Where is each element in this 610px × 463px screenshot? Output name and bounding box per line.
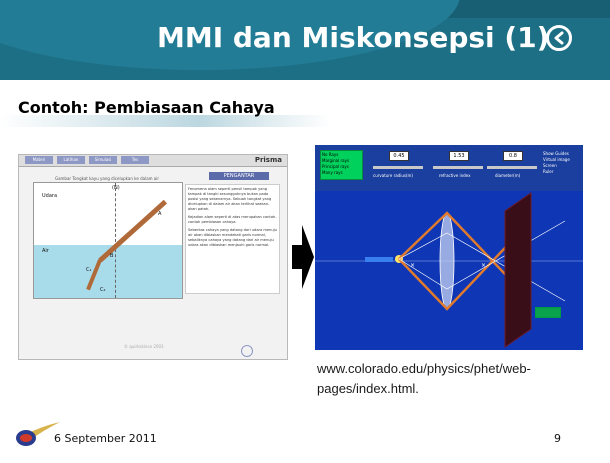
pengantar-button[interactable]: PENGANTAR [209,172,269,180]
curvature-track[interactable] [373,166,423,169]
label-a: A [158,211,162,217]
checkbox-screen[interactable]: Screen [543,163,557,168]
slide-subtitle: Contoh: Pembiasaan Cahaya [18,98,275,117]
tab-materi[interactable]: Materi [25,156,53,164]
focus-mark-left: × [410,262,415,269]
ray-options-panel: No Rays Marginal rays Principal rays Man… [320,150,363,180]
paragraph-1: Fenomena alam seperti pensil tampak yang… [188,187,272,211]
display-checkboxes: Show Guides Virtual image Screen Ruler [543,151,583,175]
paragraph-2: Kejadian alam seperti di atas merupakan … [188,215,277,224]
circle-arrow-left-icon[interactable] [546,25,572,51]
lens-icon [439,212,455,310]
ray-option[interactable]: Principal rays [322,164,349,169]
prev-page-icon[interactable] [241,345,253,357]
tab-tes[interactable]: Tes [121,156,149,164]
refraction-diagram: Udara (N) A B Air C₁ C₂ [33,182,183,299]
explanation-text: Fenomena alam seperti pensil tampak yang… [185,184,280,294]
comet-logo-icon [16,422,60,446]
app-tab-bar: Materi Latihan Simulasi Tes Prisma [19,155,287,167]
label-b: B [110,253,114,259]
sim-toolbar: No Rays Marginal rays Principal rays Man… [315,145,583,191]
diameter-caption: diameter(m) [495,173,521,178]
ray-option[interactable]: Marginal rays [322,158,350,163]
tab-latihan[interactable]: Latihan [57,156,85,164]
checkbox-ruler[interactable]: Ruler [543,169,554,174]
slide-title: MMI dan Miskonsepsi (1) [157,21,550,54]
ray-option[interactable]: No Rays [322,152,339,157]
source-url[interactable]: www.colorado.edu/physics/phet/web-pages/… [317,361,531,396]
screen-icon [504,192,532,348]
ray-marginal-bottom [398,230,522,311]
diameter-value: 0.8 [503,151,523,161]
footer-date: 6 September 2011 [54,432,157,445]
paragraph-3: Seberkas cahaya yang datang dari udara m… [188,228,277,247]
curvature-value: 0.45 [389,151,409,161]
right-app-screenshot: No Rays Marginal rays Principal rays Man… [315,145,583,350]
screen-handle[interactable] [535,307,561,318]
curvature-caption: curvature radius(m) [373,173,413,178]
ray-marginal-top [398,211,522,292]
diameter-track[interactable] [487,166,537,169]
label-normal: (N) [112,185,120,191]
tab-simulasi[interactable]: Simulasi [89,156,117,164]
refractive-caption: refractive index [439,173,471,178]
light-source-icon [365,257,393,262]
diameter-slider: 0.8 diameter(m) [487,151,542,178]
label-c2: C₂ [100,287,106,293]
normal-line [115,183,116,298]
right-arrow-icon [292,225,314,289]
label-c1: C₁ [86,267,92,273]
focus-mark-right: × [481,262,486,269]
refractive-slider: 1.53 refractive index [433,151,488,178]
app-name: Prisma [254,156,282,164]
page-number: 9 [554,432,561,445]
curvature-slider: 0.45 curvature radius(m) [373,151,428,178]
navigation-icons [241,342,267,357]
subtitle-highlight [0,115,330,127]
header-band [0,0,610,80]
refractive-value: 1.53 [449,151,469,161]
refractive-track[interactable] [433,166,483,169]
ray-option[interactable]: Many rays [322,170,343,175]
diagram-title: Gambar Tongkat kayu yang dicelupkan ke d… [54,176,160,181]
left-app-screenshot: Materi Latihan Simulasi Tes Prisma Gamba… [18,154,288,360]
checkbox-show-guides[interactable]: Show Guides [543,151,569,156]
label-air: Air [42,248,49,254]
label-udara: Udara [42,193,58,199]
copyright: © quirkskince 2003 [124,344,164,349]
optics-stage: × × [315,191,583,350]
checkbox-virtual-image[interactable]: Virtual image [543,157,570,162]
